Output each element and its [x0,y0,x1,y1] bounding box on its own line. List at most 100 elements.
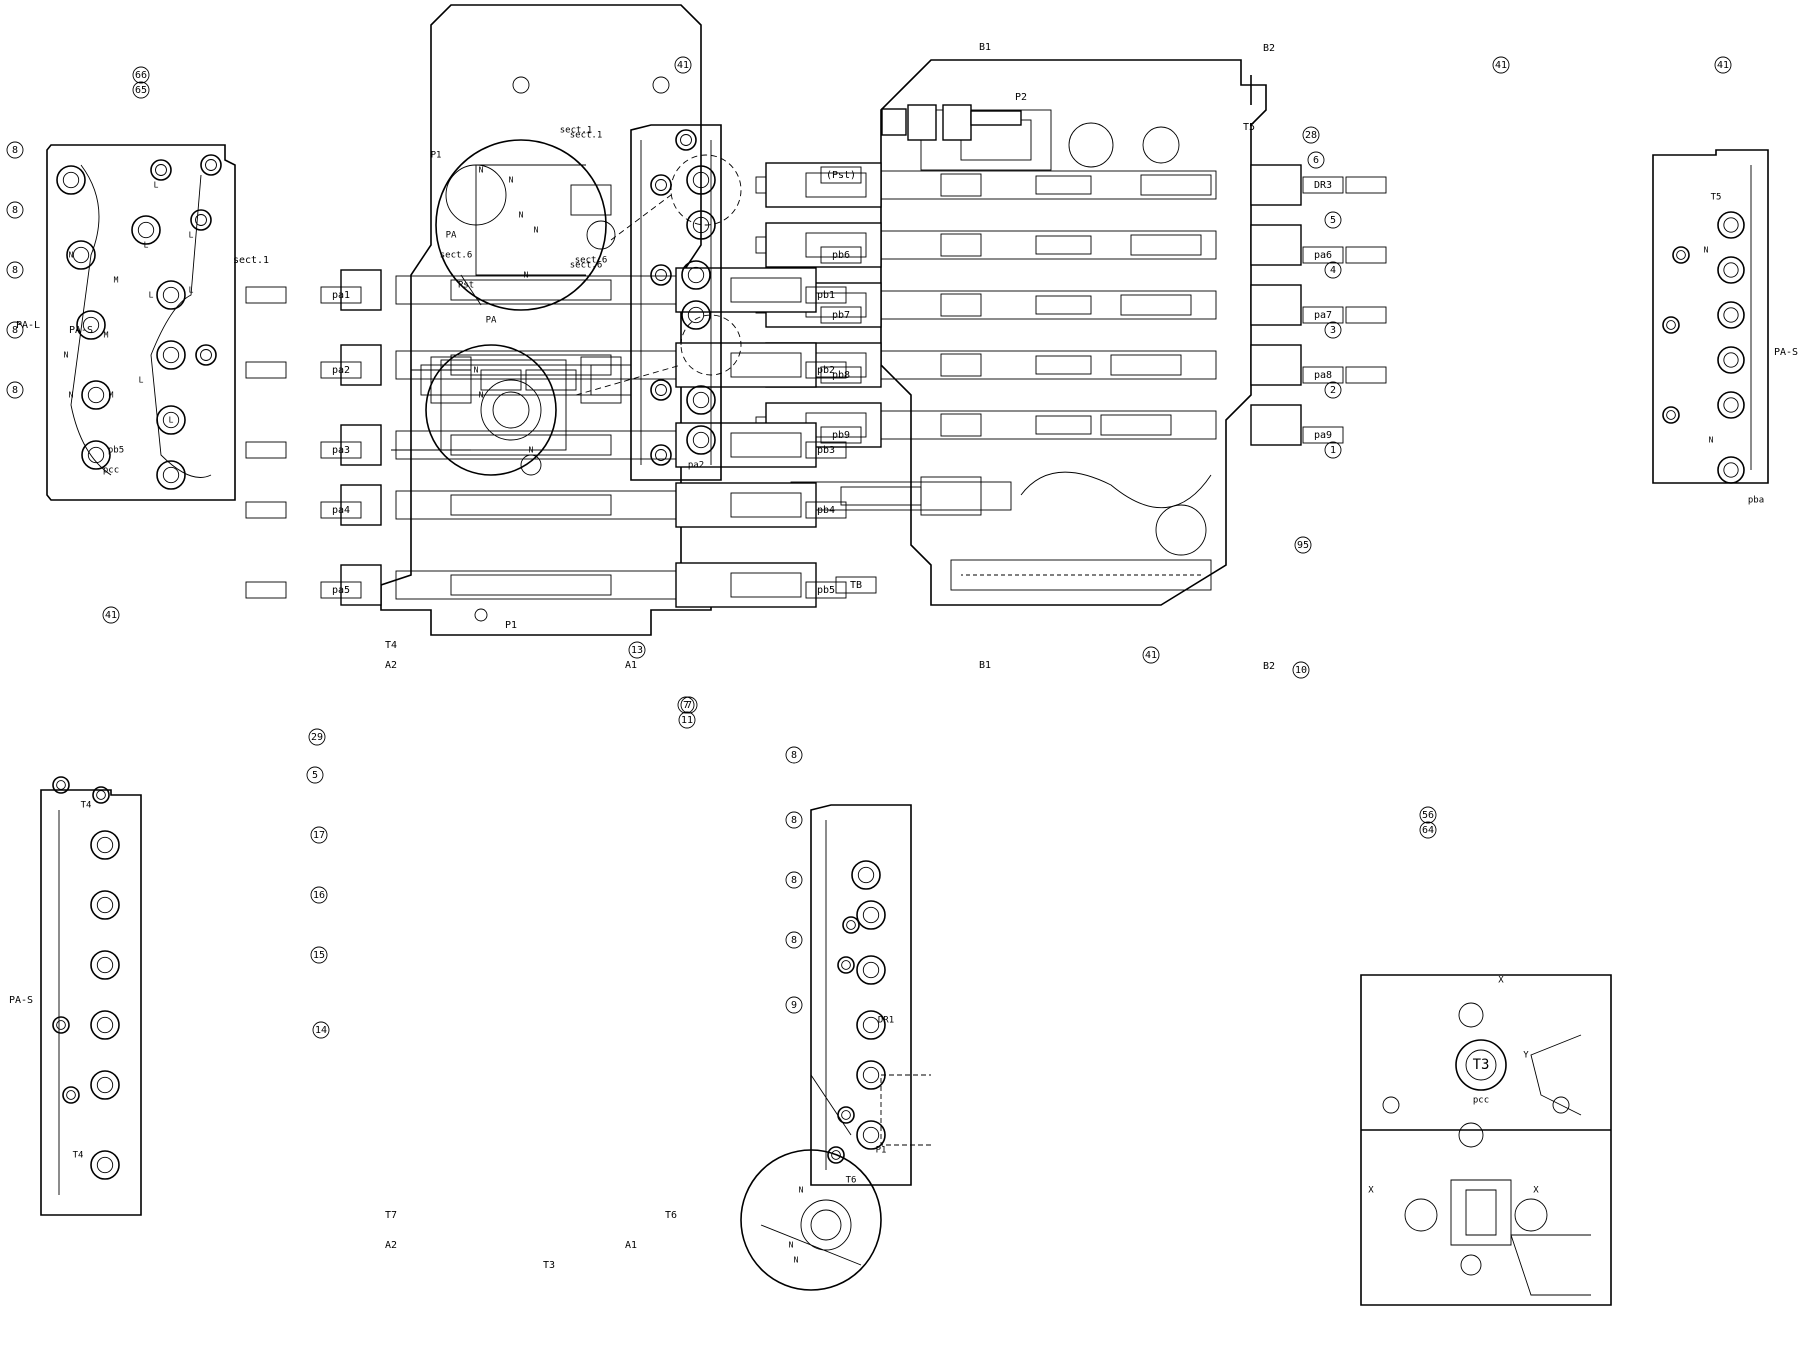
pilot-port-text: pa8 [1314,370,1332,381]
pilot-port-text: pa9 [1314,430,1332,441]
pilot-port-frame [820,306,862,324]
port-bore-inner [56,780,66,790]
callout-circle [306,766,324,784]
port-bore [856,1060,886,1090]
callout-95: 95 [1294,536,1312,554]
tr-port-pa-s: PA-S [1774,347,1798,358]
port-bore [1717,456,1745,484]
port-bore-inner [692,431,710,449]
detail-a-marker-1: N [509,176,514,185]
bottom-right-pilot-1: pb2 [805,361,847,379]
tl-marker-11: M [109,391,114,400]
callout-circle [1142,646,1160,664]
port-bore [650,264,672,286]
port-bore-inner [680,134,692,146]
callout-number: 10 [1295,665,1307,676]
port-bore-inner [862,1016,880,1034]
callout-circle [785,746,803,764]
port-bore-inner [857,866,875,884]
detail-a-label-2: sect.6 [440,251,473,261]
callout-circle [785,931,803,949]
pilot-port-frame [805,501,847,519]
callout-circle [308,728,326,746]
detail-a-label-3: Pst [458,281,474,291]
port-bore-inner [1723,397,1739,413]
port-bore [90,1010,120,1040]
end-cover [1250,344,1302,386]
callout-8: 8 [6,381,24,399]
port-bore-inner [687,306,705,324]
br-marker-1: X [1368,1186,1374,1196]
bottom-right-pilot-2: pb3 [805,441,847,459]
port-bore [851,860,881,890]
callout-number: 5 [1330,215,1336,226]
spool-spring [450,574,612,596]
port-bore-inner [162,466,180,484]
pilot-cover [675,422,817,468]
pilot-cover-inner [805,232,867,258]
port-bore [66,240,96,270]
top-right-pilot-4: pa9 [1302,426,1344,444]
callout-41: 41 [1492,56,1510,74]
bottom-left-pilot-0: pa1 [320,286,362,304]
top-left-pilot-0: (Pst) [820,166,862,184]
detail-b-marker-2: N [529,446,534,455]
cut-mark-b2: B2 [1263,43,1275,54]
spool-land [1035,355,1092,375]
callout-circle [1324,441,1342,459]
port-bore [675,129,697,151]
pilot-port-text: pb5 [817,585,835,596]
pilot-port-text: pa5 [332,585,350,596]
callout-number: 14 [315,1025,327,1036]
port-bore [156,280,186,310]
callout-number: 6 [1313,155,1319,166]
end-cover [1250,164,1302,206]
br-port-pcc: pcc [1473,1096,1489,1106]
pilot-cover [675,482,817,528]
tl-port-pb5: pb5 [108,446,124,456]
pilot-port-text: TB [850,580,862,591]
port-bore-inner [1723,262,1739,278]
pilot-port-text: pb1 [817,290,835,301]
bl-port-t4-lower: T4 [73,1151,84,1161]
port-bore-inner [655,384,667,396]
tl-marker-10: M [104,331,109,340]
port-bore [827,1146,845,1164]
port-bore [156,340,186,370]
port-bore [131,215,161,245]
spool-land [1035,295,1092,315]
callout-number: 65 [135,85,147,96]
br-marker-0: X [1533,1186,1539,1196]
spool-spring [1120,294,1192,316]
top-right-pilot-0: DR3 [1302,176,1344,194]
port-t7: T7 [385,1210,397,1221]
pilot-port-stub [755,176,767,194]
pilot-port-frame [1302,306,1344,324]
tl-marker-2: L [149,291,154,300]
port-bore-inner [655,179,667,191]
callout-number: 8 [12,385,18,396]
callout-6: 6 [1307,151,1325,169]
port-bore [1717,211,1745,239]
callout-number: 64 [1422,825,1434,836]
callout-number: 5 [312,770,318,781]
end-cover [1250,404,1302,446]
callout-number: 17 [313,830,325,841]
pilot-port-frame [820,426,862,444]
tr-port-pba: pba [1748,496,1764,506]
tr-marker-0: N [1704,246,1709,255]
bottom-left-pilot-3: pa4 [320,501,362,519]
port-bore-inner [1723,462,1739,478]
tl-marker-4: L [189,286,194,295]
callout-number: 41 [1495,60,1507,71]
callout-56: 56 [1419,806,1437,824]
callout-number: 29 [311,732,323,743]
callout-circle [678,711,696,729]
port-bore [1717,346,1745,374]
tl-marker-5: L [169,416,174,425]
blank-label-box [245,361,287,379]
port-bore-inner [82,316,100,334]
bm-port-t6: T6 [846,1176,857,1186]
callout-41: 41 [674,56,692,74]
pilot-port-frame [320,501,362,519]
